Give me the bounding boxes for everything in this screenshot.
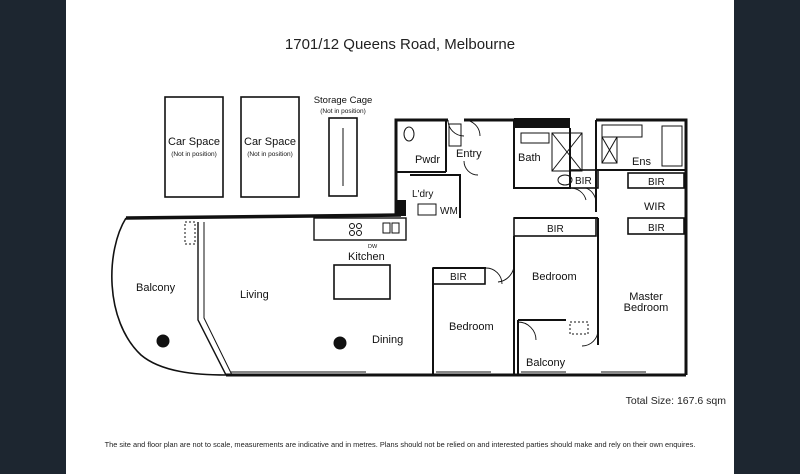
pwdr-label: Pwdr	[415, 154, 440, 166]
car-space-1-label: Car Space	[168, 136, 220, 148]
balcony-small-label: Balcony	[526, 357, 566, 369]
floor-plan-sheet: 1701/12 Queens Road, Melbourne Car Space…	[66, 0, 734, 474]
bir-bed2-label: BIR	[547, 224, 564, 235]
interior-walls	[313, 120, 686, 375]
bir-bath-label: BIR	[575, 176, 592, 187]
entry-label: Entry	[456, 148, 482, 160]
master-bedroom-label-1: Master	[629, 291, 663, 303]
storage-cage-note: (Not in position)	[320, 108, 366, 115]
living-label: Living	[240, 289, 269, 301]
fixtures	[156, 123, 683, 350]
master-bedroom-label-2: Bedroom	[624, 302, 669, 314]
floor-plan-drawing: Car Space (Not in position) Car Space (N…	[111, 95, 688, 377]
room-labels: Pwdr Entry Bath Ens L'dry WM BIR BIR WIR…	[136, 148, 668, 369]
dw-label: DW	[368, 244, 378, 250]
bir-wir-label: BIR	[648, 223, 665, 234]
bir-ens-label: BIR	[648, 177, 665, 188]
kitchen-label: Kitchen	[348, 251, 385, 263]
car-space-2: Car Space (Not in position)	[240, 96, 300, 198]
car-space-1: Car Space (Not in position)	[164, 96, 224, 198]
car-space-2-note: (Not in position)	[247, 151, 293, 158]
storage-cage: Storage Cage (Not in position)	[314, 95, 373, 197]
car-space-1-note: (Not in position)	[171, 151, 217, 158]
balcony-main-label: Balcony	[136, 282, 176, 294]
wir-label: WIR	[644, 201, 665, 213]
total-size: Total Size: 167.6 sqm	[625, 395, 726, 407]
door-swings	[447, 119, 599, 347]
bir-bed3-label: BIR	[450, 272, 467, 283]
bedroom-3-label: Bedroom	[449, 321, 494, 333]
bath-label: Bath	[518, 152, 541, 164]
disclaimer: The site and floor plan are not to scale…	[104, 440, 696, 449]
plan-title: 1701/12 Queens Road, Melbourne	[284, 36, 516, 53]
dining-label: Dining	[372, 334, 403, 346]
storage-cage-label: Storage Cage	[314, 95, 373, 106]
laundry-label: L'dry	[412, 189, 433, 200]
exterior-walls	[111, 118, 688, 377]
left-dark-border	[0, 0, 66, 474]
right-dark-border	[734, 0, 800, 474]
ens-label: Ens	[632, 156, 651, 168]
bedroom-2-label: Bedroom	[532, 271, 577, 283]
wm-label: WM	[440, 206, 458, 217]
car-space-2-label: Car Space	[244, 136, 296, 148]
